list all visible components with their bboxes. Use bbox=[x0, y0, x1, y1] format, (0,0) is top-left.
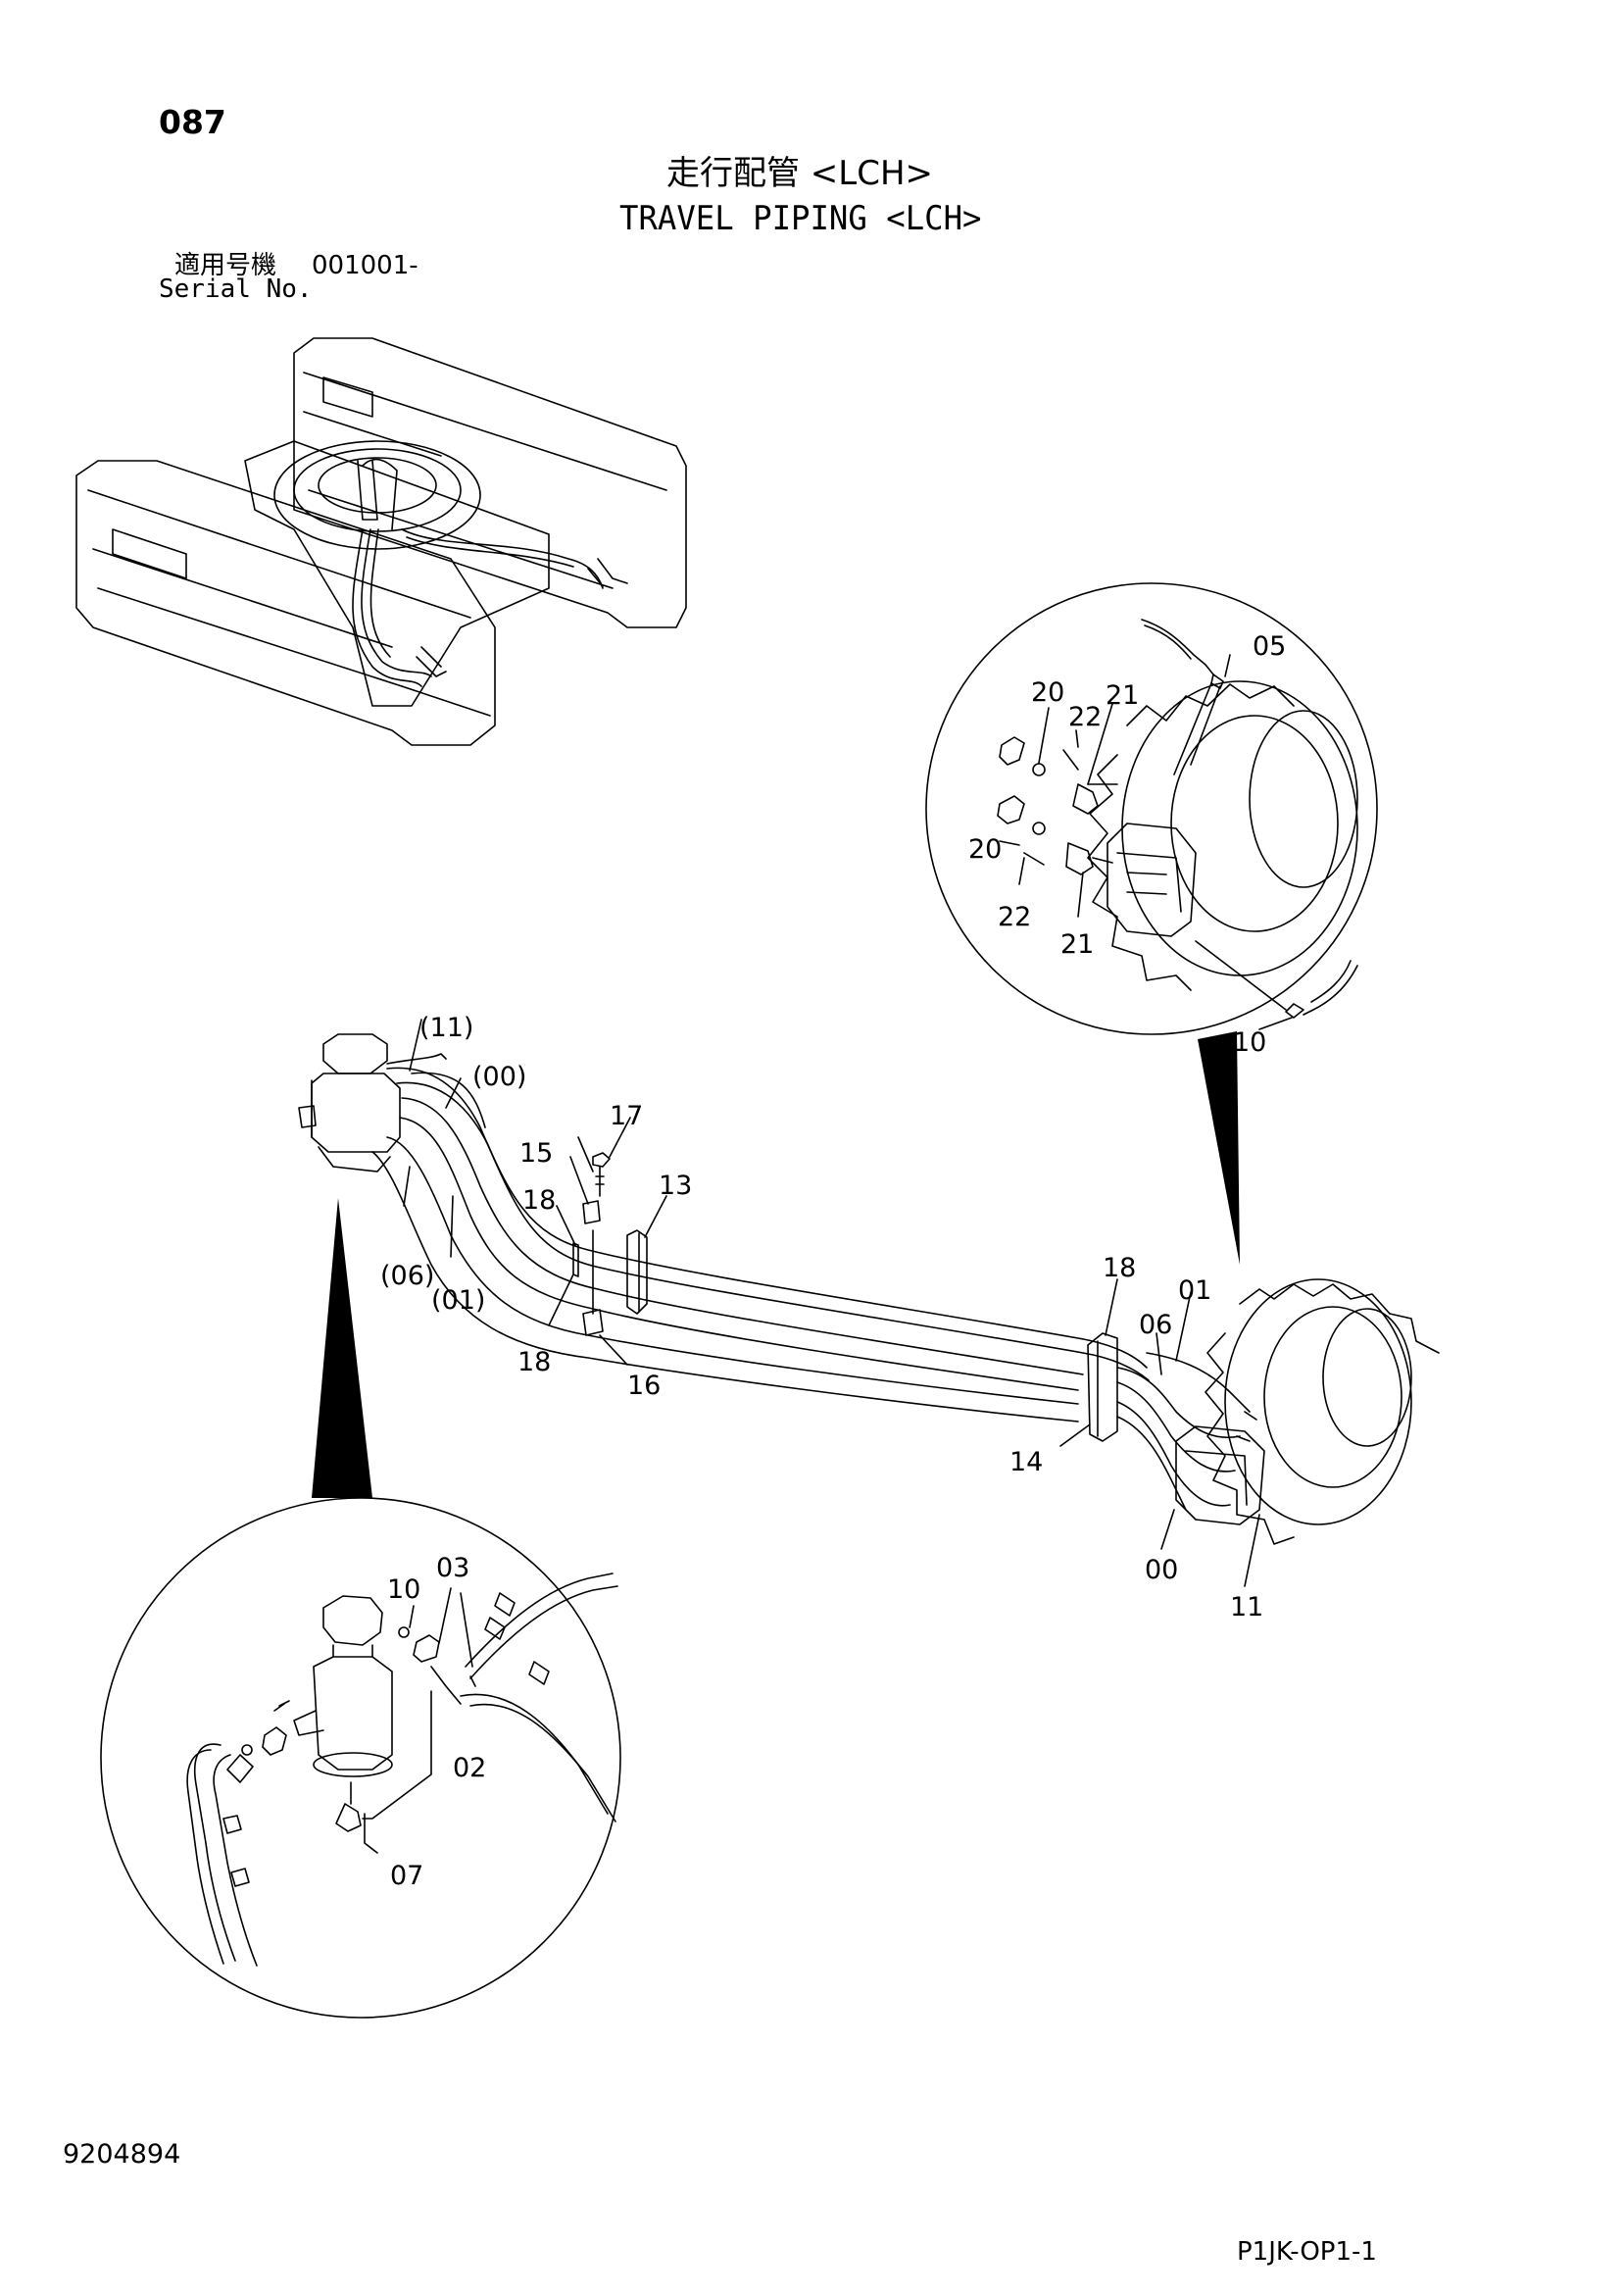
document-number: 9204894 bbox=[63, 2139, 181, 2170]
callout-11: 11 bbox=[1230, 1592, 1263, 1622]
callout-motor-20-upper: 20 bbox=[1031, 677, 1064, 708]
serial-label-english: Serial No. bbox=[159, 275, 313, 304]
callout-joint-10: 10 bbox=[387, 1574, 420, 1605]
callout-joint-03: 03 bbox=[436, 1553, 469, 1583]
callout-main-01: (01) bbox=[431, 1285, 485, 1316]
callout-motor-21-lower: 21 bbox=[1060, 929, 1094, 960]
page-number: 087 bbox=[159, 103, 226, 141]
callout-motor-22-upper: 22 bbox=[1068, 702, 1102, 732]
callout-motor-22-lower: 22 bbox=[998, 902, 1031, 932]
undercarriage-overview bbox=[75, 337, 687, 746]
center-joint-detail bbox=[100, 1497, 621, 2019]
callout-00: 00 bbox=[1145, 1555, 1178, 1585]
serial-number-value: 001001- bbox=[312, 251, 418, 280]
callout-motor-05: 05 bbox=[1253, 631, 1286, 662]
callout-main-00: (00) bbox=[472, 1062, 526, 1092]
title-japanese: 走行配管 <LCH> bbox=[666, 154, 934, 193]
pointer-wedge-joint bbox=[312, 1198, 372, 1498]
reference-code: P1JK-OP1-1 bbox=[1237, 2237, 1377, 2267]
callout-13: 13 bbox=[659, 1171, 692, 1201]
callout-17: 17 bbox=[610, 1101, 643, 1131]
callout-06: 06 bbox=[1139, 1310, 1172, 1340]
callout-14: 14 bbox=[1009, 1447, 1043, 1477]
callout-18-right: 18 bbox=[1103, 1253, 1136, 1283]
serial-label-japanese: 適用号機 bbox=[174, 251, 277, 280]
callout-18-upper: 18 bbox=[522, 1185, 556, 1216]
callout-18-lower: 18 bbox=[517, 1347, 551, 1377]
main-piping-assembly bbox=[298, 1019, 1440, 1587]
travel-motor-detail bbox=[925, 582, 1378, 1035]
callout-01: 01 bbox=[1178, 1275, 1211, 1306]
title-english: TRAVEL PIPING <LCH> bbox=[619, 199, 982, 238]
callout-16: 16 bbox=[627, 1371, 661, 1401]
callout-15: 15 bbox=[519, 1138, 553, 1169]
callout-motor-21-upper: 21 bbox=[1106, 680, 1139, 711]
pointer-wedge-motor bbox=[1198, 1031, 1240, 1265]
callout-motor-20-lower: 20 bbox=[968, 834, 1002, 865]
callout-motor-10: 10 bbox=[1233, 1027, 1266, 1058]
callout-main-06: (06) bbox=[380, 1261, 434, 1291]
callout-main-11: (11) bbox=[419, 1013, 473, 1043]
callout-joint-07: 07 bbox=[390, 1861, 423, 1891]
callout-joint-02: 02 bbox=[453, 1753, 486, 1783]
